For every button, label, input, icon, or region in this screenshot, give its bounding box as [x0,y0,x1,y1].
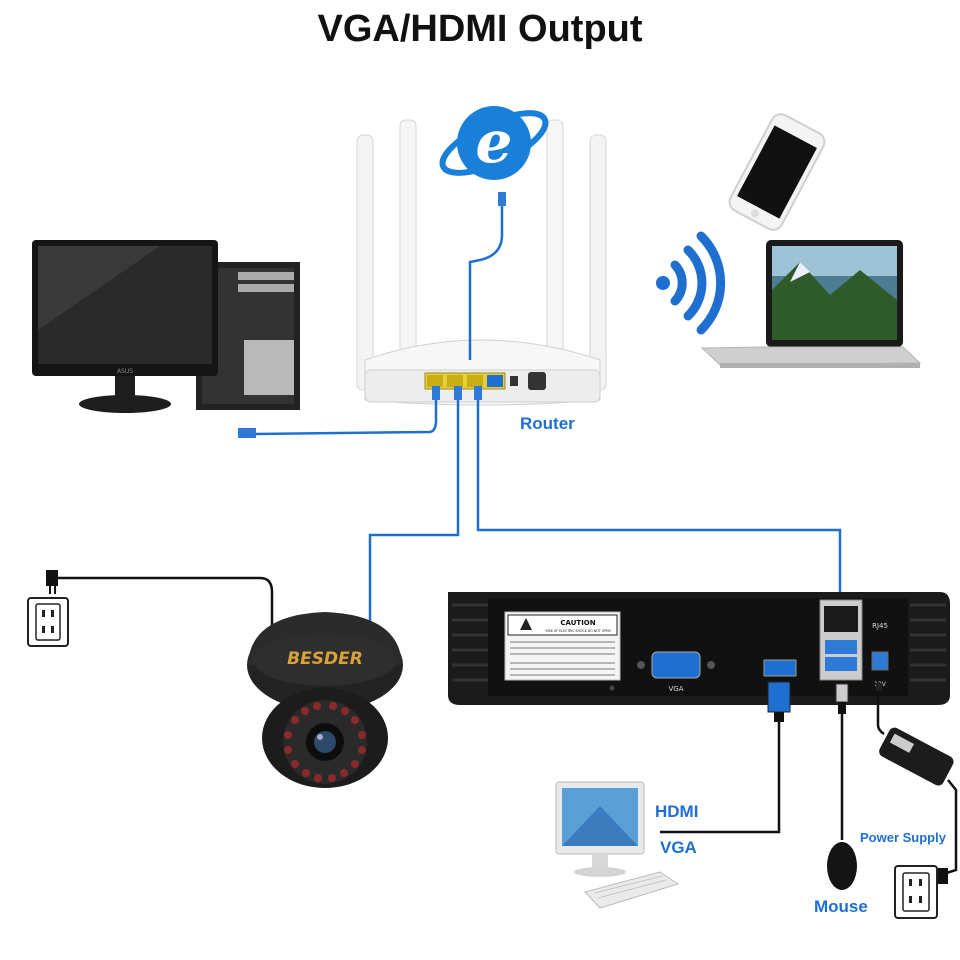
network-cables [254,205,842,635]
internet-explorer-icon: e [439,106,549,180]
svg-text:e: e [476,108,513,176]
mouse [827,842,857,890]
power-outlet-left [27,570,69,647]
mouse-label: Mouse [814,897,868,916]
power-adapter [876,683,958,877]
laptop [700,240,922,368]
vga-cable [660,681,791,834]
rj45-plugs [238,192,847,618]
router-device [356,119,607,406]
nvr-rj45-label: RJ45 [872,622,888,630]
nvr-recorder: CAUTION RISK OF ELECTRIC SHOCK DO NOT OP… [448,592,950,705]
desktop-computer: ASUS [32,240,300,413]
power-outlet-right [894,865,948,919]
wifi-icon [656,231,726,335]
caution-subtitle: RISK OF ELECTRIC SHOCK DO NOT OPEN [546,629,612,633]
power-supply-label: Power Supply [860,830,946,845]
camera-brand: BESDER [287,649,363,669]
nvr-vga-label: VGA [668,685,683,693]
monitor-brand: ASUS [117,368,133,375]
diagram-title: VGA/HDMI Output [317,8,643,50]
dome-camera: BESDER [247,612,403,788]
smartphone [728,113,826,231]
mouse-cable [835,683,849,840]
hdmi-label: HDMI [655,802,699,821]
vga-label: VGA [660,838,697,857]
display-monitor [555,781,680,909]
router-label: Router [520,414,575,433]
caution-title: CAUTION [560,619,595,627]
camera-power-cable [58,576,274,640]
